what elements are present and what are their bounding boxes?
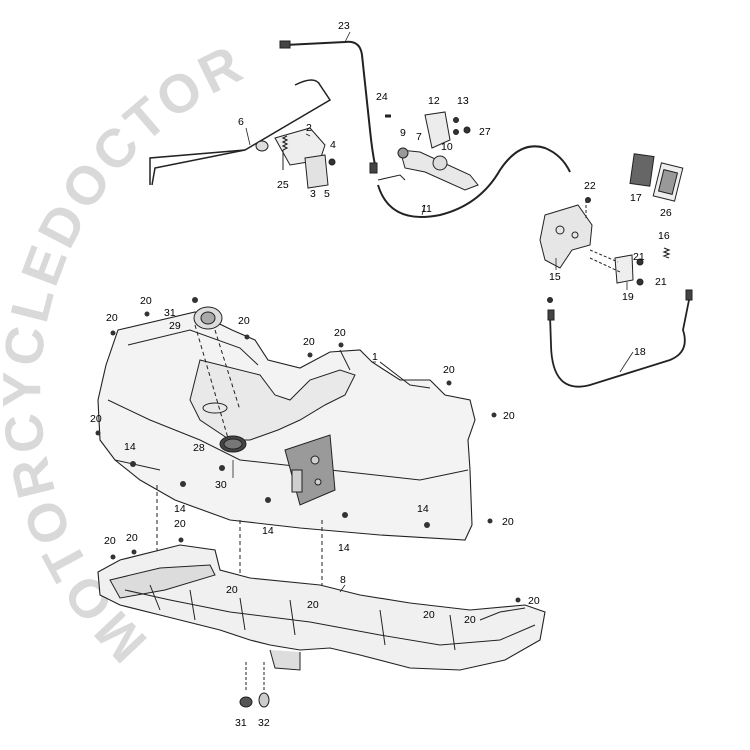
callout-11: 11 (421, 203, 432, 215)
callout-4: 4 (330, 139, 336, 151)
callout-12: 12 (428, 95, 440, 107)
callout-20: 20 (502, 516, 514, 528)
callout-14: 14 (174, 503, 186, 515)
callout-14: 14 (124, 441, 136, 453)
callout-15: 15 (549, 271, 561, 283)
callout-29: 29 (169, 320, 181, 332)
callout-22: 22 (584, 180, 596, 192)
callout-13: 13 (457, 95, 469, 107)
callout-32: 32 (258, 717, 270, 729)
callout-26: 26 (660, 207, 672, 219)
clip-32 (258, 692, 270, 708)
callout-2: 2 (306, 122, 312, 134)
cable-18 (549, 294, 691, 388)
bracket-12 (424, 111, 451, 149)
cable-23 (284, 40, 376, 166)
callout-24: 24 (376, 91, 388, 103)
callout-20: 20 (140, 295, 152, 307)
callout-20: 20 (307, 599, 319, 611)
callout-27: 27 (479, 126, 491, 138)
callout-6: 6 (238, 116, 244, 128)
bolt-31 (239, 696, 253, 708)
callout-18: 18 (634, 346, 646, 358)
callout-20: 20 (174, 518, 186, 530)
callout-19: 19 (622, 291, 634, 303)
bracket-2 (274, 127, 326, 166)
cable-6 (149, 79, 332, 185)
callout-31: 31 (235, 717, 247, 729)
callout-14: 14 (262, 525, 274, 537)
callout-20: 20 (334, 327, 346, 339)
callout-14: 14 (417, 503, 429, 515)
callout-20: 20 (106, 312, 118, 324)
leader-lines (232, 31, 634, 593)
cable-23-end (279, 40, 291, 49)
callout-30: 30 (215, 479, 227, 491)
callout-3: 3 (310, 188, 316, 200)
drawing-lines (95, 31, 693, 708)
callout-21: 21 (655, 276, 667, 288)
spring-25 (281, 135, 289, 151)
pad-17 (629, 153, 655, 187)
callout-20: 20 (423, 609, 435, 621)
plate-19 (614, 254, 634, 284)
callout-20: 20 (503, 410, 515, 422)
callout-14: 14 (338, 542, 350, 554)
callout-20: 20 (528, 595, 540, 607)
callout-20: 20 (126, 532, 138, 544)
callout-20: 20 (104, 535, 116, 547)
callout-28: 28 (193, 442, 205, 454)
callout-16: 16 (658, 230, 670, 242)
callout-20: 20 (443, 364, 455, 376)
callout-20: 20 (464, 614, 476, 626)
callout-5: 5 (324, 188, 330, 200)
callout-8: 8 (340, 574, 346, 586)
cable-11 (377, 145, 571, 218)
callout-21: 21 (633, 251, 645, 263)
callout-31: 31 (164, 307, 176, 319)
bracket-15 (539, 204, 593, 269)
callout-1: 1 (372, 351, 378, 363)
callout-20: 20 (90, 413, 102, 425)
callout-10: 10 (441, 141, 453, 153)
callout-25: 25 (277, 179, 289, 191)
callout-17: 17 (630, 192, 642, 204)
callout-9: 9 (400, 127, 406, 139)
callout-23: 23 (338, 20, 350, 32)
callout-20: 20 (303, 336, 315, 348)
callout-20: 20 (226, 584, 238, 596)
callout-20: 20 (238, 315, 250, 327)
callout-7: 7 (416, 131, 422, 143)
spring-16 (662, 247, 671, 259)
